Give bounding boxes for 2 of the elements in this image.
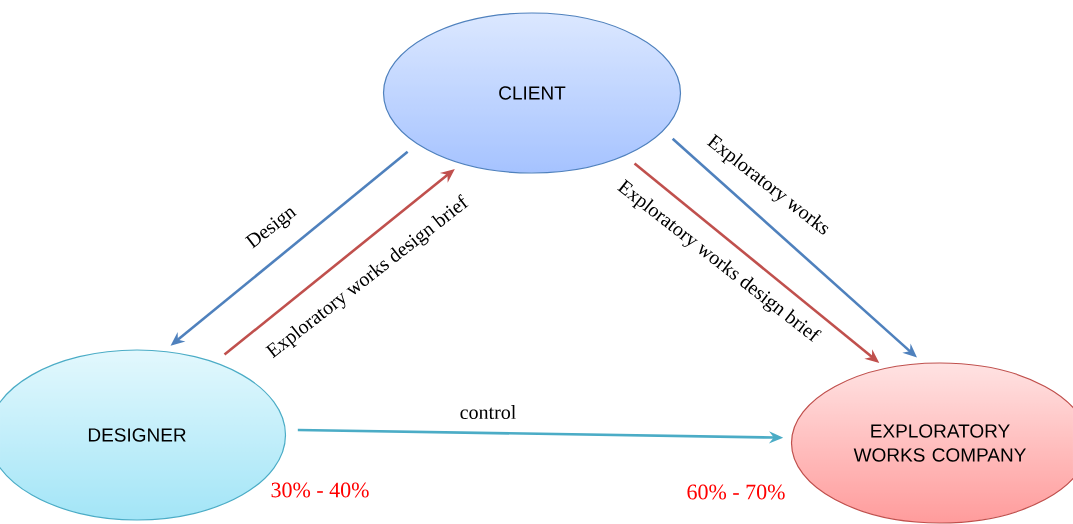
ellipse-node: CLIENT bbox=[382, 12, 682, 174]
edge-label: control bbox=[460, 404, 516, 419]
